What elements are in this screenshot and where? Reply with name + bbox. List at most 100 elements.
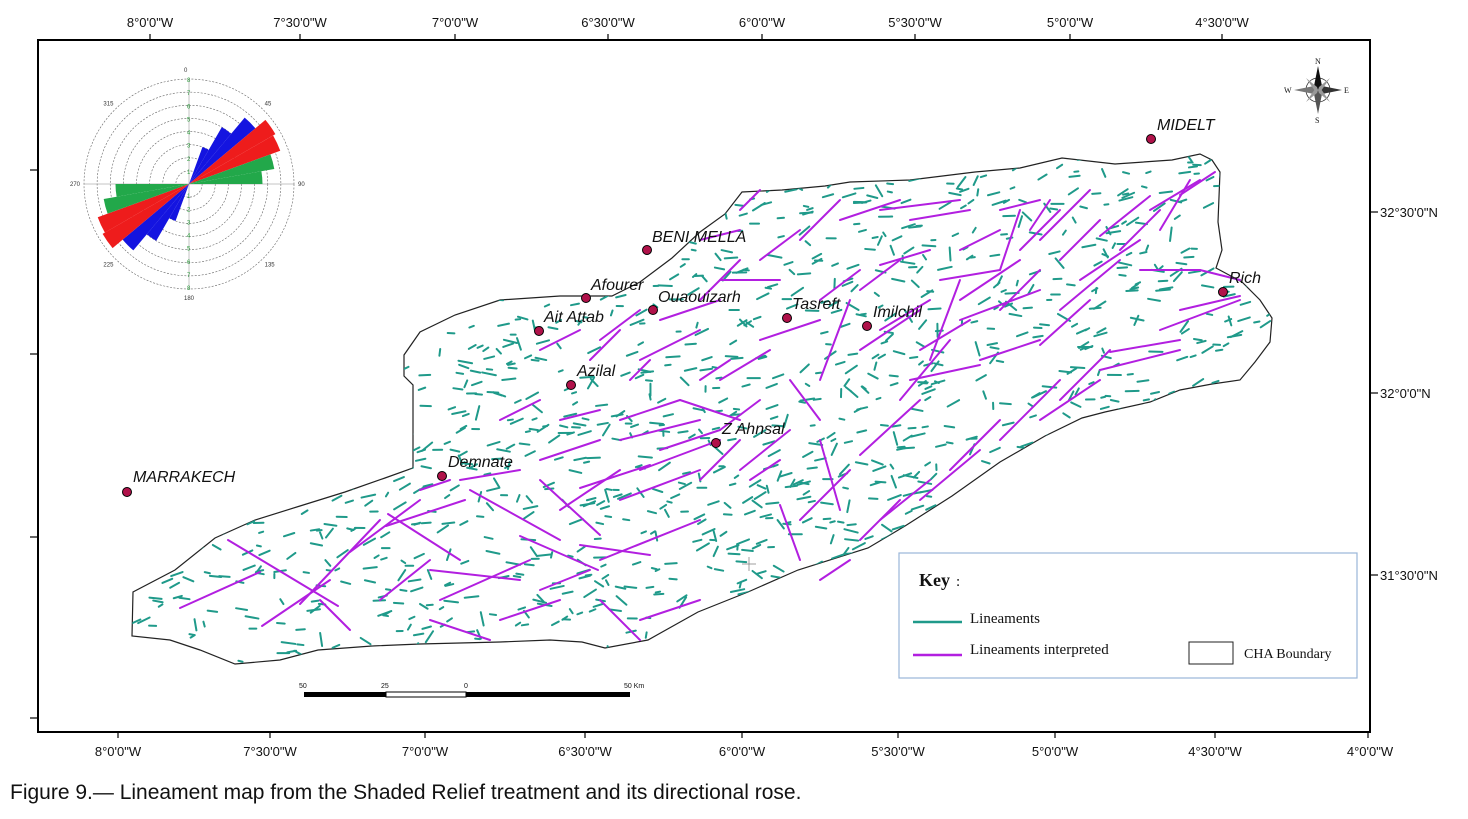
lineament-segment <box>999 402 1012 406</box>
lineament-segment <box>880 340 889 345</box>
lineament-segment <box>910 407 924 412</box>
lineament-segment <box>799 363 810 374</box>
lineament-segment <box>690 248 697 252</box>
lineament-segment <box>393 501 407 511</box>
lineament-segment <box>1008 312 1023 318</box>
lineament-segment <box>772 463 779 468</box>
lineament-segment <box>601 573 610 580</box>
city-label: Azilal <box>576 363 616 380</box>
city-label: Tasreft <box>792 296 841 313</box>
city-label: BENI MELLA <box>652 229 746 246</box>
lineament-segment <box>514 399 522 404</box>
interpreted-lineament <box>629 359 651 381</box>
lineament-segment <box>684 342 697 346</box>
lineament-segment <box>1102 248 1109 259</box>
lineament-segment <box>319 631 324 648</box>
lineament-segment <box>463 379 469 389</box>
lineament-segment <box>745 321 755 328</box>
lineament-segment <box>1066 283 1076 287</box>
lineament-segment <box>796 272 812 276</box>
lineament-segment <box>446 617 453 623</box>
lineament-segment <box>570 302 580 307</box>
city-ait-attab: Ait Attab <box>534 309 604 336</box>
lineament-segment <box>509 417 524 425</box>
lineament-segment <box>792 479 804 486</box>
interpreted-lineament <box>639 439 721 471</box>
lineament-segment <box>890 474 897 489</box>
lineament-segment <box>1017 215 1024 228</box>
interpreted-lineament <box>579 544 651 556</box>
lineament-segment <box>384 588 392 591</box>
lineament-segment <box>504 464 511 470</box>
lineament-segment <box>679 263 686 268</box>
lineament-segment <box>786 303 799 310</box>
key-title: Key <box>919 570 950 590</box>
lineament-segment <box>152 599 164 604</box>
lineament-segment <box>1099 405 1110 410</box>
lineament-segment <box>556 342 562 350</box>
lineament-segment <box>452 387 464 391</box>
lineament-segment <box>811 257 823 265</box>
lineament-segment <box>604 488 610 503</box>
lineament-segment <box>989 446 1001 454</box>
lineament-segment <box>582 316 589 319</box>
interpreted-lineament <box>929 279 961 361</box>
lineament-segment <box>444 583 455 587</box>
rose-angle-label: 180 <box>184 296 195 302</box>
rose-petal <box>189 146 209 184</box>
lineament-segment <box>470 380 483 387</box>
interpreted-lineament <box>599 519 701 561</box>
lineament-segment <box>631 561 642 566</box>
lineament-segment <box>585 496 597 502</box>
lineament-segment <box>1150 391 1161 395</box>
lineament-segment <box>479 611 485 627</box>
lineament-segment <box>711 426 721 431</box>
lineament-segment <box>617 492 632 500</box>
interpreted-lineaments-layer <box>179 171 1241 641</box>
lineament-segment <box>1078 341 1090 349</box>
lineament-segment <box>1152 202 1166 212</box>
lineament-segment <box>798 400 807 404</box>
rose-ring-label: 8 <box>187 78 191 84</box>
lineament-segment <box>1142 398 1150 402</box>
interpreted-lineament <box>559 409 601 421</box>
lineament-segment <box>654 530 659 542</box>
lineament-segment <box>350 527 357 532</box>
lineament-segment <box>871 459 884 466</box>
grid-cross <box>742 557 756 571</box>
bottom-lon-label: 6°0'0"W <box>719 744 766 759</box>
lineament-segment <box>765 382 778 389</box>
lineament-segment <box>203 571 211 575</box>
lineament-segment <box>1173 214 1181 220</box>
lineament-segment <box>536 553 553 557</box>
lineament-segment <box>676 594 688 603</box>
interpreted-lineament <box>385 499 466 527</box>
lineament-segment <box>572 401 579 406</box>
lineament-segment <box>1122 171 1131 175</box>
lineament-segment <box>743 509 756 516</box>
lineament-segment <box>692 407 705 412</box>
interpreted-lineament <box>759 319 821 341</box>
lineament-segment <box>834 360 846 366</box>
rose-ring-label: 2 <box>187 157 191 163</box>
lineament-segment <box>363 579 377 584</box>
lineament-segment <box>132 618 142 626</box>
lineament-segment <box>867 372 879 380</box>
lineament-segment <box>829 520 836 524</box>
lineament-segment <box>1109 398 1120 403</box>
interpreted-lineament <box>859 259 901 291</box>
lineament-segment <box>615 410 626 418</box>
lineament-segment <box>728 482 737 487</box>
bottom-lon-label: 8°0'0"W <box>95 744 142 759</box>
lineament-segment <box>806 466 818 470</box>
lineament-segment <box>524 450 536 457</box>
interpreted-lineament <box>639 599 701 621</box>
lineament-segment <box>630 423 640 429</box>
lineament-segment <box>1048 250 1061 256</box>
interpreted-lineament <box>899 339 951 401</box>
lineament-segment <box>808 442 824 446</box>
lineament-segment <box>413 552 425 560</box>
lineament-segment <box>334 567 341 572</box>
lineament-segment <box>137 616 151 625</box>
lineament-segment <box>732 407 741 411</box>
